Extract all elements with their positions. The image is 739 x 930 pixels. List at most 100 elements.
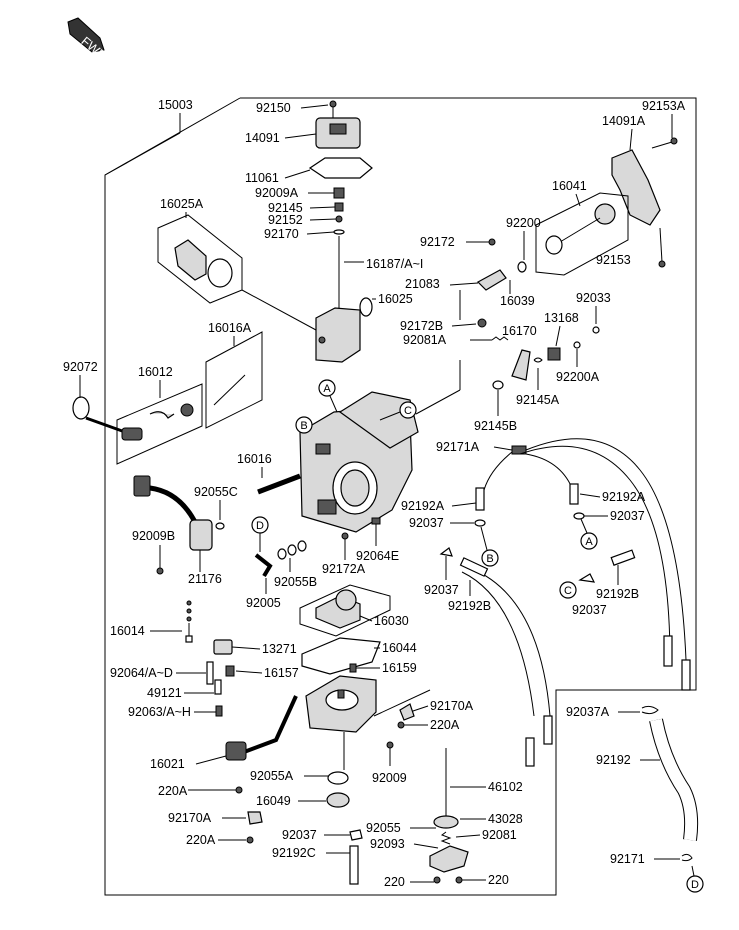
label-92153A: 92153A — [642, 99, 686, 113]
label-16014: 16014 — [110, 624, 145, 638]
callout-B-2: B — [481, 549, 499, 567]
leader-92081 — [455, 834, 481, 838]
hose-tail-a — [525, 737, 535, 767]
part-16170 — [511, 349, 531, 381]
label-92009: 92009 — [372, 771, 407, 785]
svg-text:A: A — [323, 383, 331, 395]
label-92072: 92072 — [63, 360, 98, 374]
label-92172: 92172 — [420, 235, 455, 249]
jet-16157 — [225, 665, 235, 677]
leader-callout-C-1 — [379, 411, 401, 421]
callout-D-1: D — [251, 516, 269, 534]
svg-text:B: B — [486, 553, 493, 565]
screw-92009B — [156, 567, 164, 575]
leader-92172B — [451, 323, 477, 327]
leader-window — [241, 289, 317, 331]
clip-92037-b — [573, 512, 585, 520]
label-92145A: 92145A — [516, 393, 560, 407]
fitting-92005 — [254, 553, 273, 578]
screw-92063AH — [215, 705, 223, 717]
leader-92150 — [300, 104, 329, 109]
jet-set-16014 — [185, 600, 193, 643]
diaphragm-43028 — [433, 815, 459, 829]
label-92153: 92153 — [596, 253, 631, 267]
screw-92009 — [386, 741, 394, 749]
leader-16041 — [575, 193, 581, 207]
svg-text:D: D — [256, 520, 264, 532]
label-92171A: 92171A — [436, 440, 480, 454]
spring-92145A — [533, 357, 543, 363]
label-92055C: 92055C — [194, 485, 238, 499]
throttle-sensor-21176 — [133, 475, 213, 551]
label-13168: 13168 — [544, 311, 579, 325]
label-92037-b: 92037 — [610, 509, 645, 523]
hose-parts-window-16012 — [116, 383, 203, 465]
label-92005: 92005 — [246, 596, 281, 610]
label-92150: 92150 — [256, 101, 291, 115]
label-92009A: 92009A — [255, 186, 299, 200]
leader-92192A-left — [451, 502, 477, 507]
hose-branch-right — [525, 453, 573, 489]
float-16030 — [299, 584, 391, 637]
part-16016 — [257, 473, 301, 495]
screw-220A-a — [235, 786, 243, 794]
label-92055B: 92055B — [274, 575, 317, 589]
label-92037-a: 92037 — [409, 516, 444, 530]
screw-92172B — [477, 318, 487, 328]
throttle-cam-cover — [611, 137, 678, 268]
label-92064AD: 92064/A~D — [110, 666, 173, 680]
screw-92064AD — [206, 661, 214, 685]
label-92055: 92055 — [366, 821, 401, 835]
label-92063AH: 92063/A~H — [128, 705, 191, 719]
callout-A-2: A — [580, 532, 598, 550]
bowl-gasket-16044 — [301, 637, 381, 675]
label-92037-e: 92037 — [282, 828, 317, 842]
small-stack-parts — [333, 187, 345, 235]
oring-92055C — [215, 522, 225, 530]
label-16021: 16021 — [150, 757, 185, 771]
part-13168 — [547, 347, 561, 361]
drain-plug-16049 — [326, 792, 350, 808]
label-16030: 16030 — [374, 614, 409, 628]
label-92145: 92145 — [268, 201, 303, 215]
clip-92037-c — [439, 547, 453, 557]
label-92200: 92200 — [506, 216, 541, 230]
hose-92192B-b — [469, 567, 551, 717]
spring-92081 — [440, 831, 452, 845]
label-92145B: 92145B — [474, 419, 517, 433]
svg-text:A: A — [585, 536, 593, 548]
leader-92145 — [309, 206, 336, 209]
screw-220-right — [455, 876, 463, 884]
leader-13168 — [555, 325, 561, 347]
hose-92192A-right — [569, 483, 579, 505]
label-43028: 43028 — [488, 812, 523, 826]
label-49121: 49121 — [147, 686, 182, 700]
leader-14091 — [284, 133, 317, 139]
carburetor-top-cover — [315, 100, 361, 149]
clip-92033 — [592, 326, 600, 334]
washer-92200A — [573, 341, 581, 349]
clamp-92170A-top — [399, 703, 415, 721]
assembly-frame — [104, 97, 697, 896]
callout-B-1: B — [295, 416, 313, 434]
clip-92037-e — [349, 829, 363, 841]
label-92192B-right: 92192B — [596, 587, 639, 601]
label-16187: 16187/A~I — [366, 257, 423, 271]
leader-92152 — [309, 218, 337, 221]
fuel-hose-92072 — [72, 396, 143, 441]
hose-tail-b — [543, 715, 553, 745]
label-92081A: 92081A — [403, 333, 447, 347]
label-92171: 92171 — [610, 852, 645, 866]
leader-16157 — [235, 670, 263, 674]
connector-16021 — [225, 741, 247, 761]
label-92093: 92093 — [370, 837, 405, 851]
label-92081: 92081 — [482, 828, 517, 842]
leader-92093 — [413, 843, 439, 849]
leader-14091A — [629, 128, 633, 151]
label-92192B-left: 92192B — [448, 599, 491, 613]
label-92152: 92152 — [268, 213, 303, 227]
label-16170: 16170 — [502, 324, 537, 338]
leader-bowl — [373, 689, 431, 717]
leader-16021 — [195, 755, 227, 765]
